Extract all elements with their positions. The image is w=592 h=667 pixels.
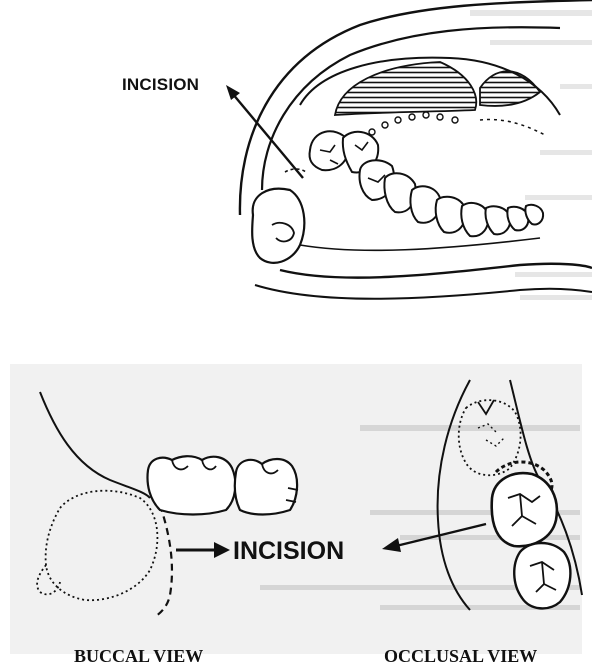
views-illustration: INCISION BUCCAL VIEW OCCLUSAL VIEW bbox=[0, 320, 592, 663]
occlusal-view-caption: OCCLUSAL VIEW bbox=[384, 646, 537, 667]
buccal-molar-1 bbox=[148, 456, 236, 514]
soft-palate-hatched bbox=[335, 62, 476, 115]
incision-label-bottom: INCISION bbox=[233, 537, 344, 566]
buccal-molar-2 bbox=[235, 459, 297, 515]
tongue-stipple bbox=[369, 112, 458, 135]
mouth-drawing bbox=[0, 0, 592, 320]
background-scan-tint bbox=[470, 10, 592, 300]
incision-label-top: INCISION bbox=[122, 75, 199, 95]
upper-teeth bbox=[310, 131, 544, 236]
lower-gum-line bbox=[300, 238, 540, 250]
views-drawing bbox=[0, 320, 592, 663]
buccal-view-caption: BUCCAL VIEW bbox=[74, 646, 203, 667]
mouth-illustration: INCISION bbox=[0, 0, 592, 320]
retracting-finger bbox=[252, 189, 304, 263]
tongue-dashed-edge bbox=[480, 120, 545, 135]
occlusal-molar-2 bbox=[514, 543, 570, 608]
occlusal-molar-1 bbox=[492, 473, 557, 546]
uvula-hatched bbox=[480, 71, 540, 106]
